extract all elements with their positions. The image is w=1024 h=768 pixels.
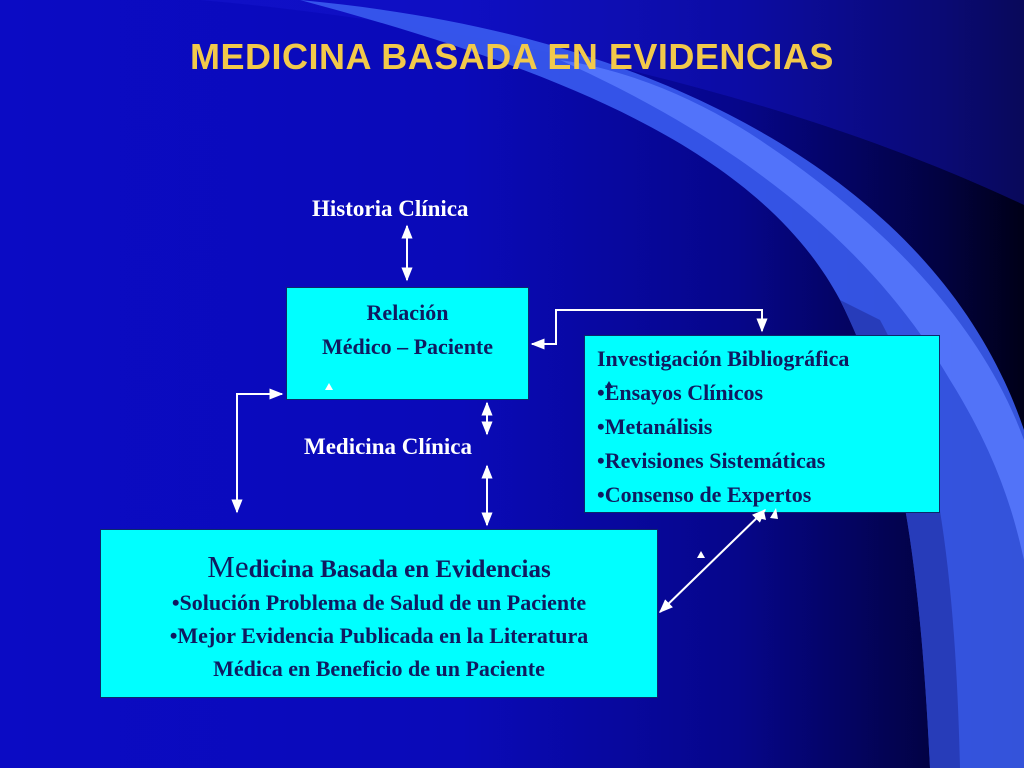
list-item: •Metanálisis: [597, 414, 713, 439]
mbe-heading-rest: dicina Basada en Evidencias: [248, 556, 551, 583]
investigacion-heading: Investigación Bibliográfica: [597, 346, 850, 371]
relacion-line-1: Relación: [366, 300, 449, 325]
mbe-heading-first: Me: [207, 549, 249, 584]
relacion-medico-paciente-box: Relación Médico – Paciente: [286, 287, 529, 400]
mbe-line: •Mejor Evidencia Publicada en la Literat…: [169, 623, 589, 648]
mbe-heading: Medicina Basada en Evidencias: [101, 550, 657, 586]
investigacion-bibliografica-box: Investigación Bibliográfica •Ensayos Clí…: [584, 335, 940, 513]
list-item: •Revisiones Sistemáticas: [597, 448, 826, 473]
list-item: •Consenso de Expertos: [597, 482, 812, 507]
list-item: •Ensayos Clínicos: [597, 380, 764, 405]
historia-clinica-label: Historia Clínica: [312, 196, 469, 221]
medicina-clinica-label: Medicina Clínica: [304, 434, 473, 459]
mbe-line: •Solución Problema de Salud de un Pacien…: [171, 590, 587, 615]
medicina-basada-evidencias-box: Medicina Basada en Evidencias •Solución …: [100, 529, 658, 698]
slide-title: MEDICINA BASADA EN EVIDENCIAS: [190, 36, 834, 77]
mbe-line: Médica en Beneficio de un Paciente: [213, 656, 545, 681]
relacion-line-2: Médico – Paciente: [321, 334, 494, 359]
